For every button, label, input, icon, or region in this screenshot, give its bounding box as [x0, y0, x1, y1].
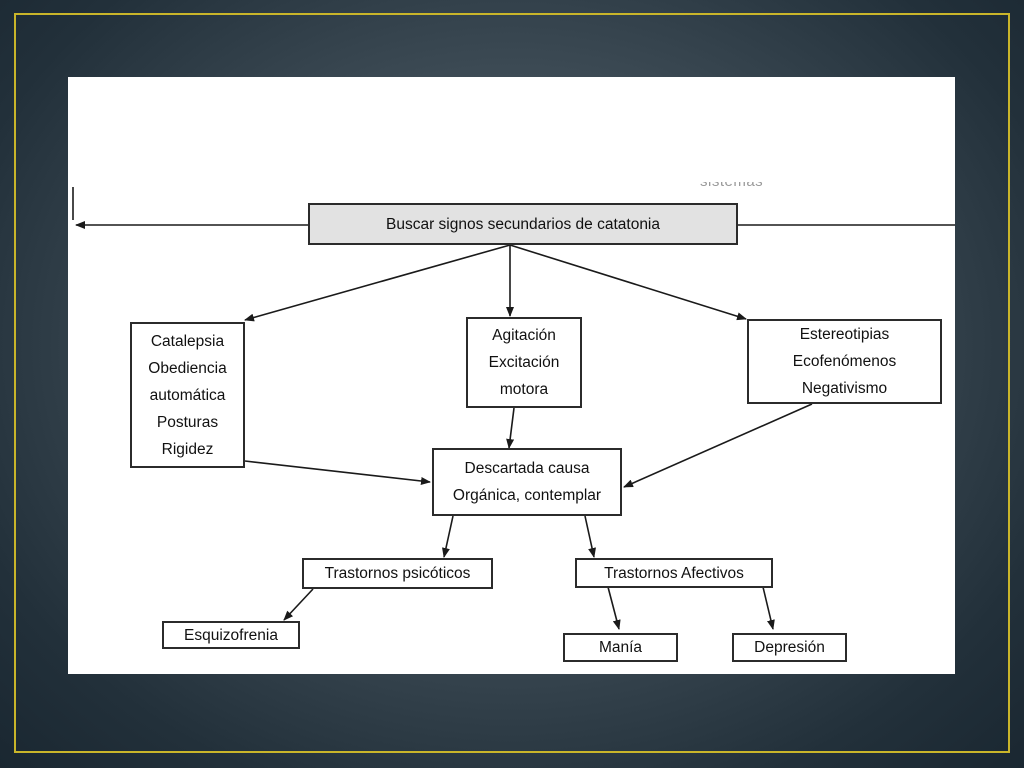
node-affective-disorders: Trastornos Afectivos: [575, 558, 773, 588]
node-secondary-signs: Buscar signos secundarios de catatonia: [308, 203, 738, 245]
node-schizophrenia-label: Esquizofrenia: [184, 626, 278, 644]
node-depression-label: Depresión: [754, 639, 825, 656]
node-schizophrenia: Esquizofrenia: [162, 621, 300, 649]
node-organic-cause: Descartada causa Orgánica, contemplar: [432, 448, 622, 516]
node-stereotypies-label: Estereotipias Ecofenómenos Negativismo: [792, 326, 897, 397]
node-agitation-label: Agitación Excitación motora: [488, 327, 560, 398]
node-psychotic-disorders: Trastornos psicóticos: [302, 558, 493, 589]
node-catalepsy: Catalepsia Obediencia automática Postura…: [130, 322, 245, 468]
slide-frame: [14, 13, 1010, 753]
node-psychotic-disorders-label: Trastornos psicóticos: [324, 565, 471, 582]
node-catalepsy-label: Catalepsia Obediencia automática Postura…: [148, 332, 227, 458]
node-mania: Manía: [563, 633, 678, 662]
node-agitation: Agitación Excitación motora: [466, 317, 582, 408]
node-stereotypies: Estereotipias Ecofenómenos Negativismo: [747, 319, 942, 404]
node-secondary-signs-label: Buscar signos secundarios de catatonia: [386, 215, 660, 233]
node-mania-label: Manía: [598, 639, 643, 656]
node-affective-disorders-label: Trastornos Afectivos: [604, 564, 744, 582]
partial-header-text: sistemas: [700, 182, 763, 192]
node-organic-cause-label: Descartada causa Orgánica, contemplar: [452, 460, 602, 504]
node-depression: Depresión: [732, 633, 847, 662]
